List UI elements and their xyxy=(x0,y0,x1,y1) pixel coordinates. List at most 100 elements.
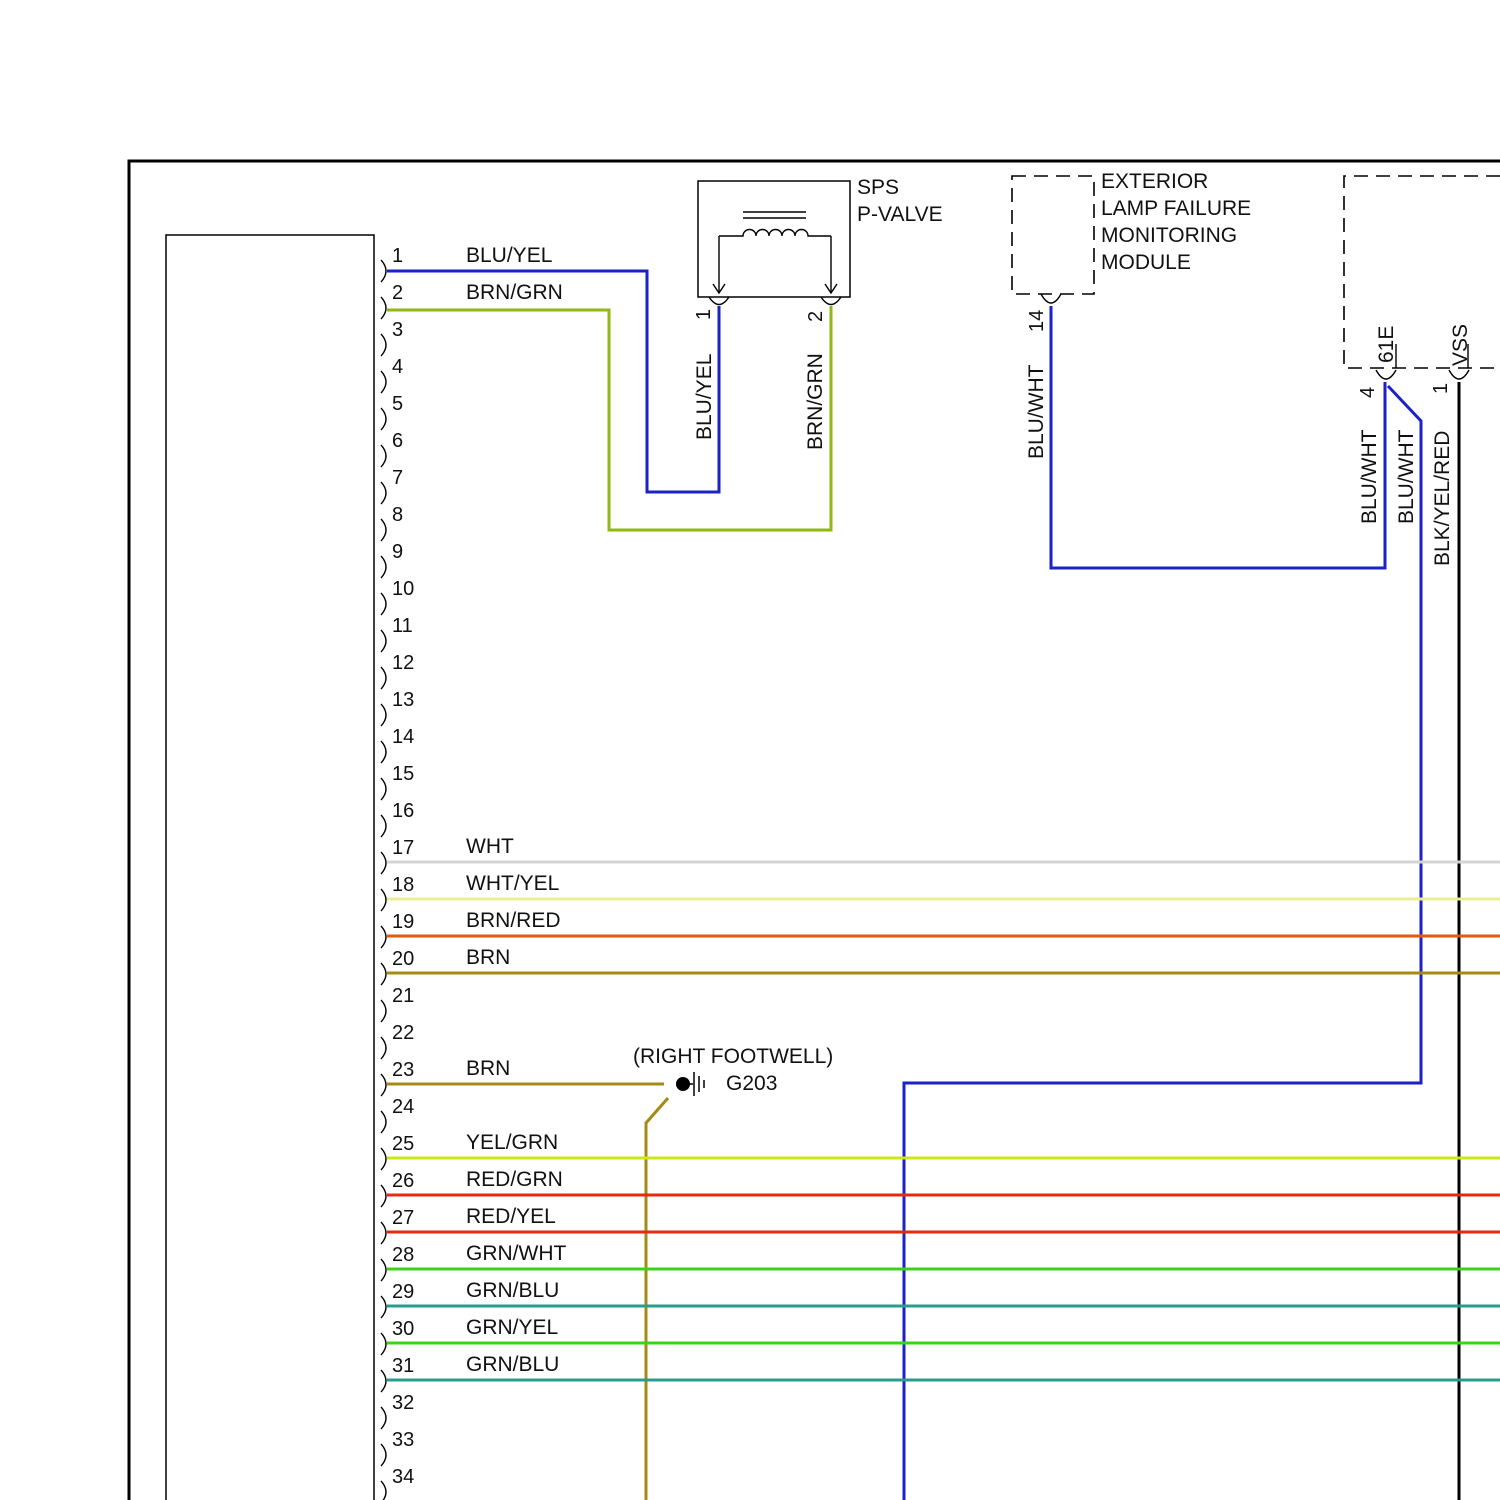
connector-terminal-icon xyxy=(381,371,386,393)
ground-g203: (RIGHT FOOTWELL) G203 xyxy=(633,1045,833,1096)
lamp-module-line-2: LAMP FAILURE xyxy=(1101,197,1251,220)
wire-label-20: BRN xyxy=(466,946,510,969)
connector-pin-8: 8 xyxy=(392,504,403,526)
connector-terminal-icon xyxy=(381,1000,386,1022)
connector-pin-1: 1 xyxy=(392,245,403,267)
lamp-module-line-3: MONITORING xyxy=(1101,224,1237,247)
connector-pin-26: 26 xyxy=(392,1170,414,1192)
connector-pin-10: 10 xyxy=(392,578,414,600)
connector-pin-32: 32 xyxy=(392,1392,414,1414)
sps-valve-title-1: SPS xyxy=(857,176,899,199)
connector-terminal-icon xyxy=(381,1222,386,1244)
wire-label-26: RED/GRN xyxy=(466,1168,563,1191)
connector-terminal-icon xyxy=(381,1481,386,1500)
lamp-module-box xyxy=(1012,176,1094,294)
connector-pin-9: 9 xyxy=(392,541,403,563)
connector-terminal-icon xyxy=(381,630,386,652)
connector-pin-11: 11 xyxy=(392,615,413,637)
terminal-icon xyxy=(709,297,729,305)
right-wire-a-label: BLU/WHT xyxy=(1358,429,1381,524)
connector-pin-5: 5 xyxy=(392,393,403,415)
connector-pin-4: 4 xyxy=(392,356,403,378)
connector-pin-17: 17 xyxy=(392,837,414,859)
wire-label-29: GRN/BLU xyxy=(466,1279,559,1302)
lamp-module-line-1: EXTERIOR xyxy=(1101,170,1208,193)
connector-terminal-icon xyxy=(381,704,386,726)
connector-terminal-icon xyxy=(381,778,386,800)
connector-terminal-icon xyxy=(381,1074,386,1096)
right-wire-b-label: BLU/WHT xyxy=(1395,429,1418,524)
sps-wire-2-label: BRN/GRN xyxy=(804,353,827,450)
connector-pin-22: 22 xyxy=(392,1022,414,1044)
terminal-icon xyxy=(821,297,841,305)
connector-pin-23: 23 xyxy=(392,1059,414,1081)
connector-terminal-icon xyxy=(381,852,386,874)
wire-label-31: GRN/BLU xyxy=(466,1353,559,1376)
terminal-icon xyxy=(1376,370,1396,379)
connector-terminal-icon xyxy=(381,1111,386,1133)
connector-terminal-icon xyxy=(381,667,386,689)
connector-pin-15: 15 xyxy=(392,763,414,785)
connector-terminal-icon xyxy=(381,445,386,467)
connector-terminal-icon xyxy=(381,1148,386,1170)
wire-label-18: WHT/YEL xyxy=(466,872,559,895)
connector-pin-6: 6 xyxy=(392,430,403,452)
lamp-module-pin-14: 14 xyxy=(1026,310,1048,332)
sps-valve-pin-2: 2 xyxy=(805,311,827,322)
connector-pin-25: 25 xyxy=(392,1133,414,1155)
connector-terminal-icon xyxy=(381,926,386,948)
connector-pin-24: 24 xyxy=(392,1096,414,1118)
wire-label-23: BRN xyxy=(466,1057,510,1080)
connector-terminal-icon xyxy=(381,593,386,615)
connector-terminal-icon xyxy=(381,815,386,837)
wire-brn-grn xyxy=(387,306,831,530)
connector-terminal-icon xyxy=(381,1407,386,1429)
connector-terminal-icon xyxy=(381,741,386,763)
terminal-icon xyxy=(1449,370,1469,379)
connector-pin-19: 19 xyxy=(392,911,414,933)
sps-valve-pin-1: 1 xyxy=(693,309,715,320)
terminal-icon xyxy=(1041,294,1061,303)
ground-location: (RIGHT FOOTWELL) xyxy=(633,1045,833,1068)
connector-pin-7: 7 xyxy=(392,467,403,489)
wire-blu-wht-down xyxy=(904,386,1421,1500)
connector-terminal-icon xyxy=(381,889,386,911)
sps-valve-title-2: P-VALVE xyxy=(857,203,943,226)
lamp-wire-label: BLU/WHT xyxy=(1025,364,1048,459)
sps-wire-1-label: BLU/YEL xyxy=(693,354,716,440)
wire-label-2: BRN/GRN xyxy=(466,281,563,304)
solenoid-coil-icon xyxy=(719,230,831,237)
connector-terminal-icon xyxy=(381,260,386,282)
wire-blu-wht-lamp xyxy=(1051,306,1385,568)
wire-label-30: GRN/YEL xyxy=(466,1316,558,1339)
connector-terminal-icon xyxy=(381,482,386,504)
wire-label-25: YEL/GRN xyxy=(466,1131,558,1154)
connector-pins: 1234567891011121314151617181920212223242… xyxy=(381,245,414,1500)
connector-pin-28: 28 xyxy=(392,1244,414,1266)
right-module-pin-1: 1 xyxy=(1430,383,1452,394)
connector-terminal-icon xyxy=(381,1296,386,1318)
wire-label-1: BLU/YEL xyxy=(466,244,552,267)
connector-pin-18: 18 xyxy=(392,874,414,896)
connector-pin-3: 3 xyxy=(392,319,403,341)
connector-terminal-icon xyxy=(381,1185,386,1207)
connector-pin-34: 34 xyxy=(392,1466,414,1488)
connector-pin-30: 30 xyxy=(392,1318,414,1340)
connector-terminal-icon xyxy=(381,1037,386,1059)
wire-label-19: BRN/RED xyxy=(466,909,561,932)
right-wire-c-label: BLK/YEL/RED xyxy=(1431,431,1454,566)
right-module-box xyxy=(1344,176,1500,368)
connector-terminal-icon xyxy=(381,556,386,578)
connector-terminal-icon xyxy=(381,1259,386,1281)
wire-label-17: WHT xyxy=(466,835,514,858)
ground-id: G203 xyxy=(726,1072,777,1095)
control-module-box xyxy=(166,235,374,1500)
wire-blu-yel xyxy=(387,271,719,492)
right-module-pin1-name: VSS xyxy=(1449,324,1472,366)
sps-valve: SPS P-VALVE 1 2 BLU/YEL BRN/GRN xyxy=(693,176,943,450)
right-module-pin-4: 4 xyxy=(1357,387,1379,398)
connector-pin-29: 29 xyxy=(392,1281,414,1303)
connector-terminal-icon xyxy=(381,519,386,541)
connector-terminal-icon xyxy=(381,297,386,319)
connector-pin-16: 16 xyxy=(392,800,414,822)
